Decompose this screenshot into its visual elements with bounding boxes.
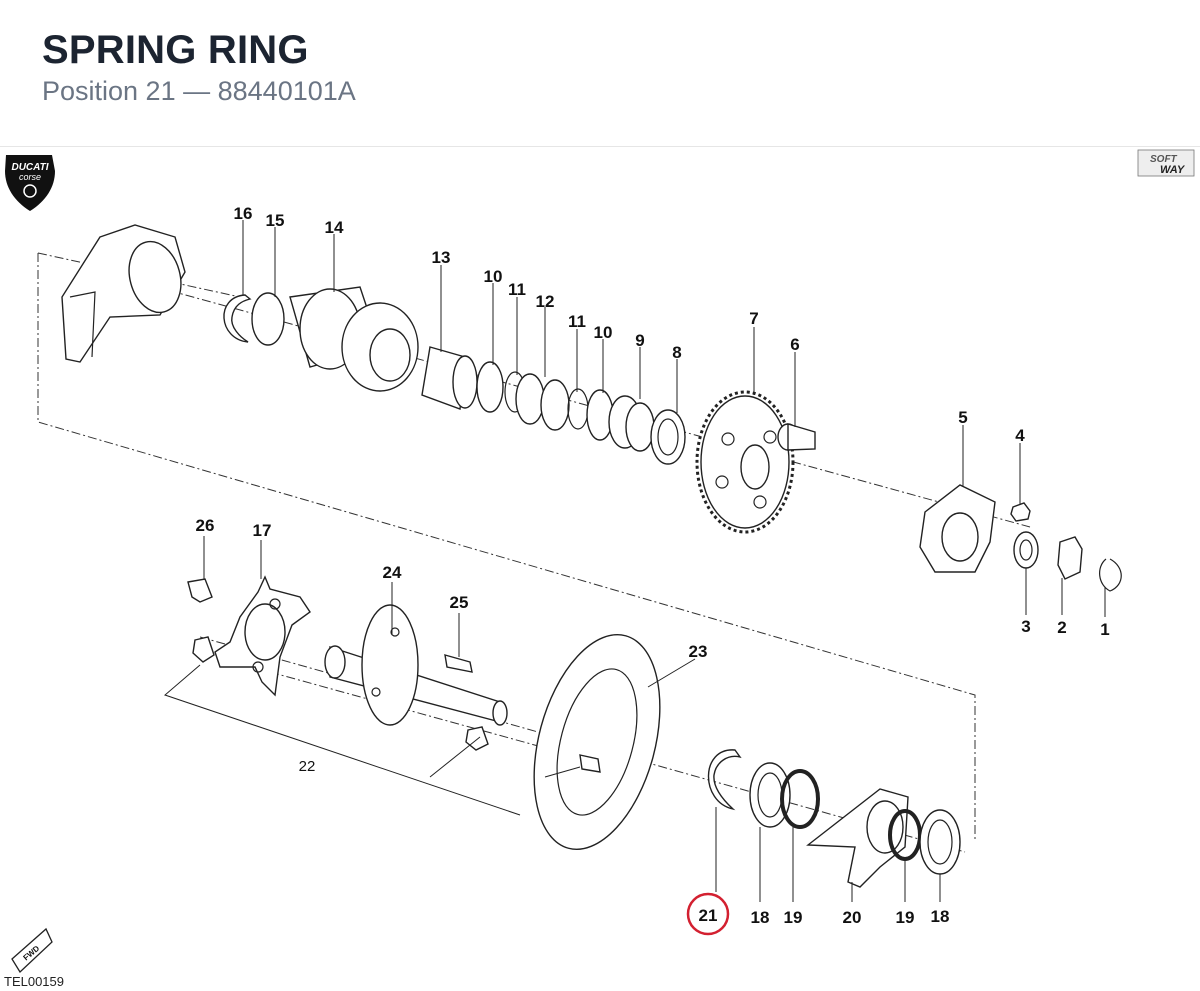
callout-9: 9 [635, 331, 644, 350]
logo-word: DUCATI [11, 162, 48, 173]
part-25-bolt [444, 654, 473, 673]
callout-14: 14 [325, 218, 344, 237]
callout-25: 25 [450, 593, 469, 612]
part-number: 88440101A [217, 76, 356, 106]
callout-19a: 19 [784, 908, 803, 927]
page-subtitle: Position 21 — 88440101A [42, 76, 356, 107]
callout-12: 12 [536, 292, 555, 311]
softway-top: SOFT [1150, 154, 1178, 165]
callout-6: 6 [790, 335, 799, 354]
part-15-bearing [251, 292, 285, 346]
part-23-brake-disc [533, 633, 661, 851]
callout-7: 7 [749, 309, 758, 328]
part-21-spring-ring [707, 749, 742, 811]
page-title: SPRING RING [42, 28, 309, 72]
callout-22: 22 [299, 758, 316, 775]
callout-10b: 10 [594, 323, 613, 342]
part-1-circlip [1099, 558, 1122, 592]
callout-20: 20 [843, 908, 862, 927]
callout-24: 24 [383, 563, 402, 582]
part-6-stud [777, 423, 816, 451]
part-2-nut [1057, 536, 1083, 580]
ducati-corse-logo: DUCATI corse [5, 155, 55, 211]
callout-19b: 19 [896, 908, 915, 927]
part-24-axle [324, 604, 508, 726]
part-13-spacer [421, 346, 478, 410]
callout-21: 21 [699, 906, 718, 925]
page-header: SPRING RING Position 21 — 88440101A [0, 0, 1200, 147]
assembly-frame [37, 252, 976, 842]
part-4-nut [1010, 502, 1031, 522]
callout-5: 5 [958, 408, 967, 427]
callout-11b: 11 [568, 312, 586, 331]
softway-bottom: WAY [1160, 164, 1186, 176]
lower-axis-b [269, 671, 561, 753]
callout-2: 2 [1057, 618, 1066, 637]
part-12-spacer [515, 373, 570, 431]
part-10-bearing-a [476, 361, 504, 413]
exploded-parts-diagram: DUCATI corse SOFT WAY [5, 149, 1195, 973]
callout-18a: 18 [751, 908, 770, 927]
callout-21-highlight-ring [686, 892, 730, 936]
part-22-bolt [192, 636, 215, 663]
callout-8: 8 [672, 343, 681, 362]
forward-arrow-icon: FWD [11, 927, 53, 973]
callout-22-bracket [164, 664, 581, 816]
callout-26: 26 [196, 516, 215, 535]
part-22-nut [465, 726, 489, 751]
callout-4: 4 [1015, 426, 1025, 445]
leader-lines [203, 220, 1106, 902]
part-7-sprocket [695, 390, 795, 534]
softway-logo: SOFT WAY [1137, 149, 1195, 177]
part-26-screw [187, 578, 213, 603]
part-16-circlip [223, 294, 252, 343]
swingarm-housing [61, 224, 186, 363]
part-18-washer-b [919, 809, 961, 875]
logo-sub: corse [19, 172, 41, 182]
callout-1: 1 [1100, 620, 1109, 639]
callout-10a: 10 [484, 267, 503, 286]
part-3-washer [1013, 531, 1039, 569]
callout-13: 13 [432, 248, 451, 267]
part-19-oring-a [780, 769, 820, 829]
diagram-code: TEL00159 [4, 974, 64, 989]
callout-23: 23 [689, 642, 708, 661]
part-8-seal [650, 409, 686, 465]
part-9-spacer [608, 395, 655, 452]
callout-3: 3 [1021, 617, 1030, 636]
callout-labels: 16 15 14 13 10 11 12 11 10 9 8 7 6 5 4 3… [196, 204, 1110, 936]
callout-17: 17 [253, 521, 272, 540]
part-17-spider [214, 575, 311, 697]
part-20-caliper-bracket [806, 788, 909, 888]
position-label: Position 21 [42, 76, 176, 106]
part-11-circlip-b [567, 388, 589, 430]
callout-18b: 18 [931, 907, 950, 926]
callout-15: 15 [266, 211, 285, 230]
part-5-flange [919, 484, 996, 573]
callout-11a: 11 [508, 280, 526, 299]
part-14-eccentric-hub [289, 286, 419, 392]
callout-16: 16 [234, 204, 253, 223]
separator: — [183, 76, 211, 106]
